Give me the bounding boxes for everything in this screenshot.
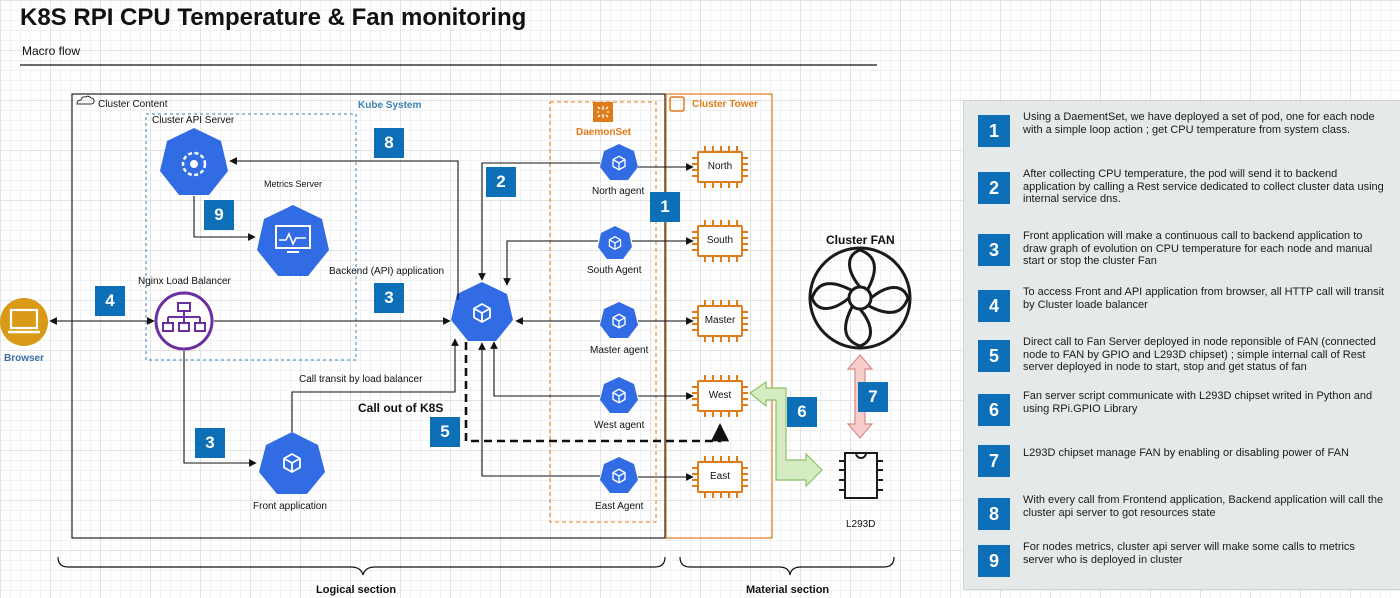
legend-item: 3 Front application will make a continuo… [978,230,1388,276]
cluster-fan-label: Cluster FAN [826,233,895,247]
gpio-link-arrow [748,380,823,488]
step-badge-5: 5 [430,417,460,447]
north-agent-label: North agent [592,186,645,197]
connectors [49,157,694,481]
east-agent-label: East Agent [595,501,644,512]
step-badge-1: 1 [650,192,680,222]
l293d-label: L293D [846,519,876,530]
cluster-tower-group [665,93,773,539]
cluster-api-server-label: Cluster API Server [152,115,235,126]
metrics-server-label: Metrics Server [264,179,323,189]
chip-east-label: East [709,471,730,482]
legend-text: Fan server script communicate with L293D… [1023,390,1373,415]
north-agent-icon [600,144,638,180]
step-badge-9: 9 [204,200,234,230]
legend-item: 1 Using a DaementSet, we have deployed a… [978,111,1388,157]
page-title: K8S RPI CPU Temperature & Fan monitoring [20,4,527,31]
legend-item: 2 After collecting CPU temperature, the … [978,168,1388,214]
cluster-api-server-icon [160,128,228,195]
legend-text: To access Front and API application from… [1023,286,1385,311]
legend-item: 7 L293D chipset manage FAN by enabling o… [978,441,1388,487]
legend-text: With every call from Frontend applicatio… [1023,494,1384,519]
call-transit-label: Call transit by load balancer [299,374,423,385]
legend-item: 8 With every call from Frontend applicat… [978,494,1388,540]
front-application-label: Front application [253,501,327,512]
kube-system-label: Kube System [358,100,422,111]
legend-badge: 1 [978,115,1010,147]
browser-label: Browser [4,353,45,364]
legend-text: L293D chipset manage FAN by enabling or … [1023,447,1349,459]
legend-text: Front application will make a continuous… [1023,230,1373,267]
legend-text: After collecting CPU temperature, the po… [1023,168,1384,205]
step-badge-8: 8 [374,128,404,158]
section-braces [57,556,895,576]
cluster-content-label: Cluster Content [98,99,168,110]
step-badge-2: 2 [486,167,516,197]
legend-text: Using a DaementSet, we have deployed a s… [1023,111,1375,136]
chip-master-label: Master [704,315,736,326]
nginx-load-balancer-icon [154,291,214,351]
metrics-server-icon [257,205,329,276]
backend-label: Backend (API) application [329,266,445,277]
legend-text: Direct call to Fan Server deployed in no… [1023,336,1376,373]
west-agent-icon [600,377,638,413]
daemonset-icon [593,102,613,122]
daemonset-label: DaemonSet [576,127,632,138]
legend-badge: 9 [978,545,1010,577]
step-badge-3-front: 3 [195,428,225,458]
legend-badge: 4 [978,290,1010,322]
backend-icon [451,282,513,341]
call-out-k8s-arrow [464,342,730,443]
step-badge-3-backend: 3 [374,283,404,313]
legend-item: 6 Fan server script communicate with L29… [978,390,1388,436]
west-agent-label: West agent [594,420,645,431]
legend-item: 5 Direct call to Fan Server deployed in … [978,336,1388,382]
cloud-icon [76,95,95,105]
legend-badge: 3 [978,234,1010,266]
page-subtitle: Macro flow [22,44,81,58]
nginx-label: Nginx Load Balancer [138,276,231,287]
east-agent-icon [600,457,638,493]
legend-panel: 1 Using a DaementSet, we have deployed a… [963,100,1400,590]
step-badge-7: 7 [858,382,888,412]
material-section-label: Material section [746,584,830,596]
legend-badge: 6 [978,394,1010,426]
legend-item: 4 To access Front and API application fr… [978,286,1388,332]
master-agent-label: Master agent [590,345,649,356]
step-badge-6: 6 [787,397,817,427]
chip-north-label: North [707,161,733,172]
master-agent-icon [600,302,638,338]
chip-west-label: West [708,390,732,401]
l293d-chip-icon [839,452,883,499]
cluster-content-group [71,93,666,539]
call-out-label: Call out of K8S [358,401,444,415]
browser-icon [0,298,48,346]
front-application-icon [259,432,325,494]
south-agent-icon [598,226,632,259]
kube-system-group [145,113,357,361]
legend-item: 9 For nodes metrics, cluster api server … [978,541,1388,587]
chip-south-label: South [706,235,734,246]
tower-icon [669,96,685,112]
legend-badge: 7 [978,445,1010,477]
logical-section-label: Logical section [316,584,397,596]
step-badge-4: 4 [95,286,125,316]
fan-icon [808,246,912,350]
legend-badge: 2 [978,172,1010,204]
south-agent-label: South Agent [587,265,642,276]
legend-badge: 5 [978,340,1010,372]
cluster-tower-label: Cluster Tower [692,99,758,110]
legend-text: For nodes metrics, cluster api server wi… [1023,541,1355,566]
legend-badge: 8 [978,498,1010,530]
